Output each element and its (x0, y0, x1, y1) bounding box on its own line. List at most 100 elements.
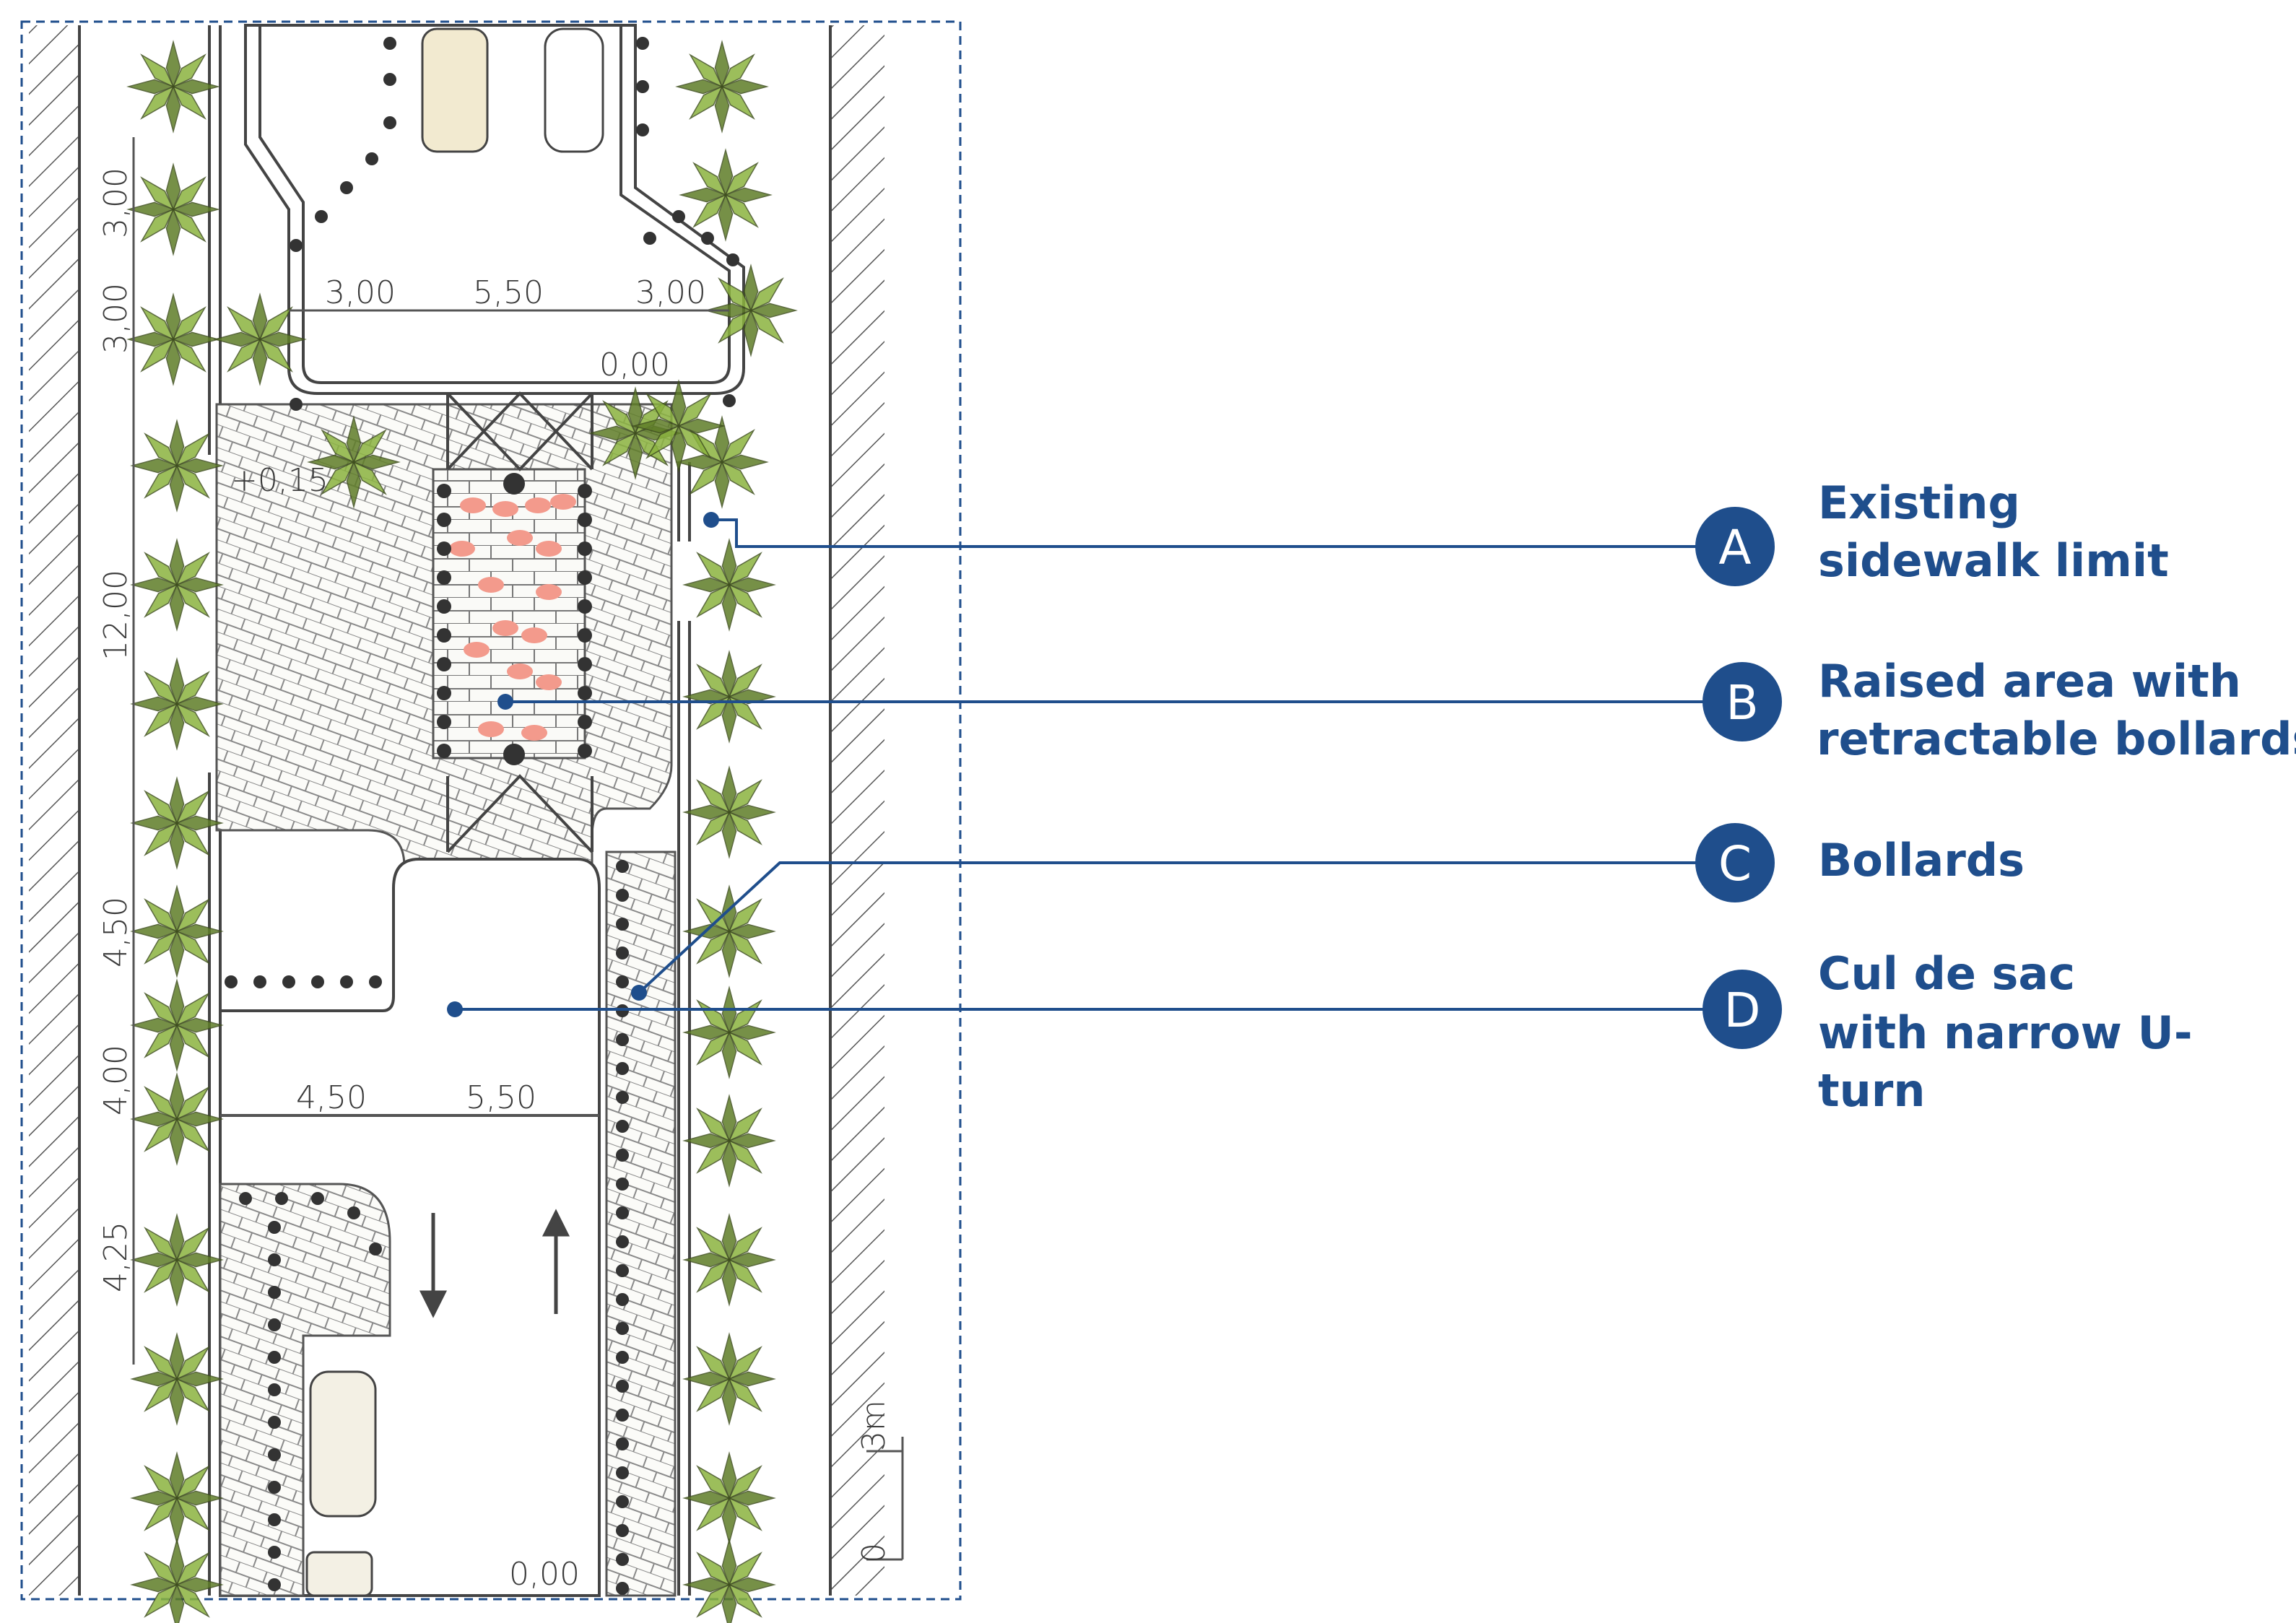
tree-icon (632, 379, 726, 473)
bollard-dot (268, 1318, 281, 1331)
leader-lines (455, 518, 1718, 1011)
dim-level-top: 0,00 (599, 347, 670, 383)
dim-bottom-left: 4,50 (296, 1079, 367, 1116)
bollard-dot (340, 181, 353, 194)
tree-icon (682, 1213, 776, 1307)
bollard-dot (253, 975, 266, 988)
bollard-dot (437, 715, 451, 729)
tree-icon (130, 538, 224, 632)
bollard-dot (616, 1582, 629, 1595)
bollard-dot (616, 1293, 629, 1306)
label-d-line1: Cul de sac (1818, 947, 2075, 1000)
tree-icon (130, 1451, 224, 1545)
bollard-dot (268, 1578, 281, 1591)
bollard-dot (437, 570, 451, 585)
bollard-dot (268, 1513, 281, 1526)
bollard-dot (578, 628, 592, 643)
bollard-dot (616, 1466, 629, 1479)
bollard-dot (578, 513, 592, 527)
bollard-dot (437, 686, 451, 700)
bollard-dot (437, 484, 451, 498)
tree-icon (682, 884, 776, 978)
dim-raised: +0,15 (231, 462, 329, 499)
dim-side-1: 3,00 (97, 167, 134, 238)
building-wall-left (29, 25, 81, 1596)
bollard-dot (437, 541, 451, 556)
bollard-dot (723, 394, 736, 407)
marking-dash (492, 501, 518, 517)
bollard-dot (315, 210, 328, 223)
bollard-dot (578, 484, 592, 498)
bollard-dot (616, 947, 629, 960)
marking-dash (521, 627, 547, 643)
building-wall-right (829, 25, 884, 1596)
bollard-dot (616, 1206, 629, 1219)
bollard-dot (437, 657, 451, 671)
tree-icon (682, 1538, 776, 1623)
right-paved-strip (605, 850, 677, 1597)
bollard-dot (437, 744, 451, 758)
bollard-dot (726, 253, 739, 266)
bollard-dot (643, 232, 656, 245)
label-d-line2: with narrow U- (1818, 1006, 2193, 1059)
marking-dash (449, 541, 475, 557)
marking-dash (521, 725, 547, 741)
bollard-dot (503, 744, 525, 765)
bollard-dot (616, 1120, 629, 1133)
bollard-dot (268, 1351, 281, 1364)
bollard-dot (282, 975, 295, 988)
marking-dash (492, 620, 518, 636)
tree-icon (682, 1094, 776, 1188)
bollard-dot (616, 860, 629, 873)
tree-icon (130, 657, 224, 751)
marking-dash (536, 584, 562, 600)
bollard-dot (311, 1192, 324, 1205)
traffic-arrows (419, 1209, 570, 1318)
bollard-dot (616, 1524, 629, 1537)
tree-icon (130, 1213, 224, 1307)
label-b-line1: Raised area with (1818, 655, 2241, 708)
dim-side-5: 4,00 (97, 1045, 134, 1115)
bollard-dot (437, 599, 451, 614)
bollard-dot (578, 744, 592, 758)
bollard-dot (701, 232, 714, 245)
tree-icon (682, 650, 776, 744)
raised-area-markings (449, 494, 576, 741)
bollard-dot (268, 1383, 281, 1396)
bollard-dot (340, 975, 353, 988)
bollard-dot (268, 1286, 281, 1299)
marking-dash (464, 642, 490, 658)
marking-dash (550, 494, 576, 510)
bollard-dot (578, 599, 592, 614)
bollard-dot (578, 715, 592, 729)
bollard-dot (578, 657, 592, 671)
bollard-dot (290, 239, 303, 252)
bollard-dot (369, 975, 382, 988)
tree-icon (682, 1451, 776, 1545)
label-c-line1: Bollards (1818, 834, 2025, 887)
tree-icon (126, 292, 220, 386)
dimension-labels: 3,00 5,50 3,00 0,00 +0,15 4,50 5,50 0,00… (97, 167, 892, 1593)
tree-icon (679, 148, 773, 242)
dim-top-mid: 5,50 (473, 274, 544, 311)
sidewalk-edges (208, 25, 691, 1596)
leader-dots (447, 512, 719, 1017)
bollard-dot (369, 1243, 382, 1256)
bollard-dot (616, 1062, 629, 1075)
label-a-line1: Existing (1818, 477, 2020, 529)
scale-label: 3m (856, 1400, 892, 1451)
bollard-dot (383, 116, 396, 129)
bollard-dot (616, 1322, 629, 1335)
bollard-dot (225, 975, 238, 988)
bollard-dot (268, 1416, 281, 1429)
label-d-line3: turn (1818, 1064, 1926, 1117)
marking-dash (478, 721, 504, 737)
bollard-dot (503, 473, 525, 495)
bollard-dot (290, 398, 303, 411)
dim-top-left: 3,00 (325, 274, 396, 311)
bollard-dot (275, 1192, 288, 1205)
marking-dash (536, 541, 562, 557)
marker-d-letter: D (1724, 983, 1761, 1038)
marker-c-letter: C (1718, 836, 1752, 892)
bollard-dot (636, 123, 649, 136)
